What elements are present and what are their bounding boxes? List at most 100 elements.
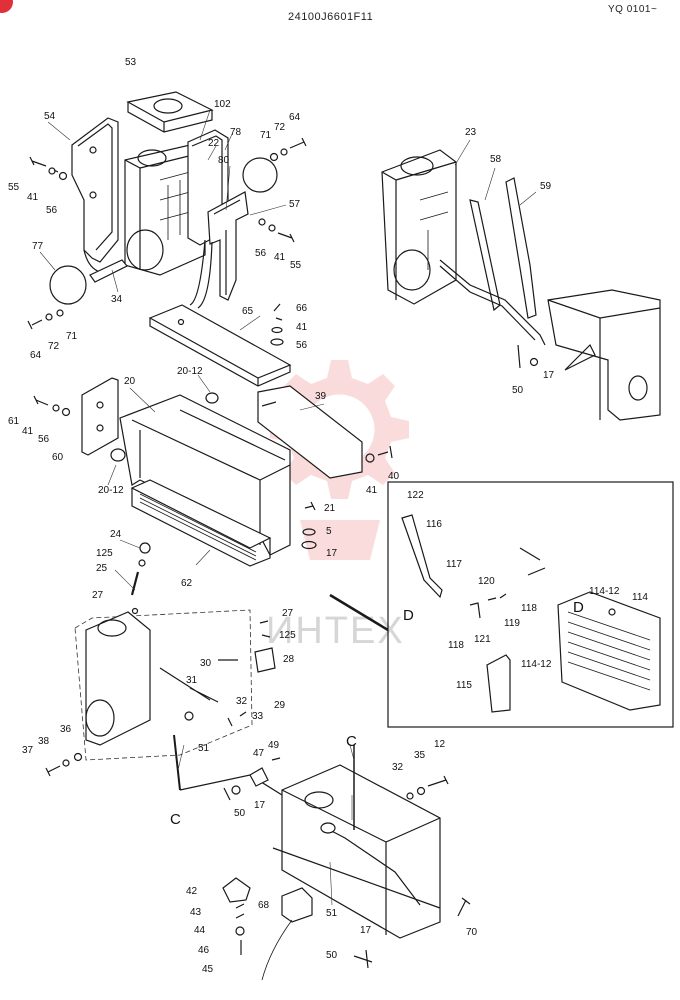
callout-29: 29 <box>274 700 286 711</box>
callout-58: 58 <box>490 154 502 165</box>
callout-11412a: 114-12 <box>589 586 620 597</box>
view-mark-d-left: D <box>403 607 414 624</box>
callout-72a: 72 <box>274 122 286 133</box>
callout-39: 39 <box>315 391 327 402</box>
rail-plate-65 <box>148 303 292 387</box>
callout-122: 122 <box>407 490 424 501</box>
callout-45: 45 <box>202 964 214 975</box>
callout-56a: 56 <box>46 205 58 216</box>
callout-56b: 56 <box>255 248 267 259</box>
callout-121: 121 <box>474 634 491 645</box>
callout-41a: 41 <box>27 192 39 203</box>
callout-119: 119 <box>504 618 520 629</box>
view-mark-d-right: D <box>573 599 584 616</box>
callout-20: 20 <box>124 376 136 387</box>
callout-56c: 56 <box>296 340 308 351</box>
callout-64a: 64 <box>289 112 301 123</box>
callout-5: 5 <box>326 526 332 537</box>
callout-17a: 17 <box>543 370 555 381</box>
callout-115: 115 <box>456 680 472 691</box>
callout-71b: 71 <box>66 331 78 342</box>
mesh-plate-62 <box>130 479 272 567</box>
callout-42: 42 <box>186 886 198 897</box>
callout-70: 70 <box>466 927 478 938</box>
callout-34: 34 <box>111 294 123 305</box>
detail-pointer <box>329 593 389 632</box>
callout-51a: 51 <box>198 743 210 754</box>
callout-49: 49 <box>268 740 280 751</box>
callout-27b: 27 <box>282 608 294 619</box>
callout-117: 117 <box>446 559 462 570</box>
callout-125b: 125 <box>279 630 296 641</box>
callout-11412b: 114-12 <box>521 659 552 670</box>
callout-50a: 50 <box>512 385 524 396</box>
callout-41d: 41 <box>22 426 34 437</box>
callout-68: 68 <box>258 900 270 911</box>
callout-53: 53 <box>125 57 137 68</box>
callout-80: 80 <box>218 155 230 166</box>
corner-marker-icon <box>0 0 13 13</box>
callout-64b: 64 <box>30 350 42 361</box>
watermark-text: ИНТЕХ <box>266 610 405 652</box>
callout-28: 28 <box>283 654 295 665</box>
callout-120: 120 <box>478 576 495 587</box>
bracket-60 <box>81 377 119 456</box>
link-assembly <box>45 609 291 801</box>
callout-78: 78 <box>230 127 242 138</box>
view-mark-c-left: C <box>170 811 181 828</box>
leader-lines <box>39 109 537 906</box>
detail-d-frame <box>387 481 674 728</box>
callout-50b: 50 <box>234 808 246 819</box>
callout-54: 54 <box>44 111 56 122</box>
callout-46: 46 <box>198 945 210 956</box>
callout-61: 61 <box>8 416 20 427</box>
callout-40: 40 <box>388 471 400 482</box>
callout-41c: 41 <box>296 322 308 333</box>
detail-d-parts <box>401 514 661 713</box>
view-mark-c-top: C <box>346 733 357 750</box>
callout-27a: 27 <box>92 590 104 601</box>
small-hardware-middle <box>33 395 393 615</box>
drawing-number: 24100J6601F11 <box>288 11 374 23</box>
callout-60: 60 <box>52 452 64 463</box>
callout-65: 65 <box>242 306 254 317</box>
callout-72b: 72 <box>48 341 60 352</box>
callout-50c: 50 <box>326 950 338 961</box>
callout-125a: 125 <box>96 548 113 559</box>
callout-56d: 56 <box>38 434 50 445</box>
lever-guide-assembly <box>27 91 307 330</box>
callout-37: 37 <box>22 745 34 756</box>
callout-17c: 17 <box>254 800 266 811</box>
callout-55a: 55 <box>8 182 20 193</box>
callout-25: 25 <box>96 563 108 574</box>
callout-102: 102 <box>214 99 231 110</box>
callout-32a: 32 <box>236 696 248 707</box>
callout-35: 35 <box>414 750 426 761</box>
model-code: YQ 0101~ <box>608 4 658 15</box>
callout-33: 33 <box>252 711 264 722</box>
callout-41b: 41 <box>274 252 286 263</box>
callout-21: 21 <box>324 503 336 514</box>
view-markers: D D C C <box>170 599 584 828</box>
callout-23: 23 <box>465 127 477 138</box>
callout-43: 43 <box>190 907 202 918</box>
callout-24: 24 <box>110 529 122 540</box>
callout-114: 114 <box>632 592 648 603</box>
callout-30: 30 <box>200 658 212 669</box>
callout-38: 38 <box>38 736 50 747</box>
callout-118a: 118 <box>521 603 537 614</box>
callout-31: 31 <box>186 675 198 686</box>
lever-housing-installed <box>381 149 661 421</box>
callout-12: 12 <box>434 739 446 750</box>
callout-62: 62 <box>181 578 193 589</box>
strip-39 <box>257 385 363 479</box>
cable-housing-assembly <box>222 745 471 981</box>
callout-51b: 51 <box>326 908 338 919</box>
callout-32b: 32 <box>392 762 404 773</box>
callout-71a: 71 <box>260 130 272 141</box>
callout-116: 116 <box>426 519 442 530</box>
callout-36: 36 <box>60 724 72 735</box>
callout-66: 66 <box>296 303 308 314</box>
